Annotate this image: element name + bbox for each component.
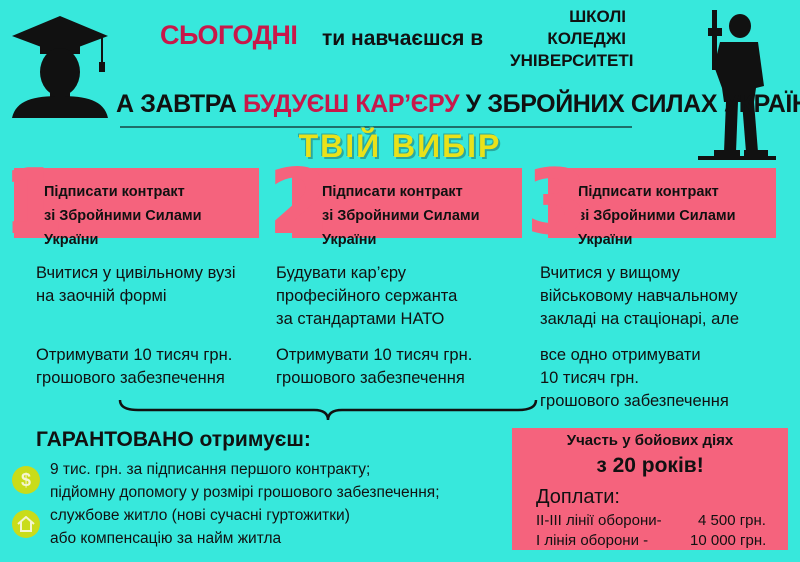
option-2-text2-line: грошового забезпечення: [276, 369, 465, 387]
combat-line1: Участь у бойових діях: [566, 432, 734, 449]
tomorrow-part-b: БУДУЄШ КАР’ЄРУ: [242, 90, 460, 118]
tomorrow-part-c: У ЗБРОЙНИХ СИЛАХ УКРАЇНИ!: [459, 90, 800, 118]
option-1-box: Підписати контракт зі Збройними Силами У…: [14, 168, 259, 248]
option-3-text2-line: 10 тисяч грн.: [540, 369, 639, 387]
option-3-number: 3: [526, 150, 589, 255]
option-3-box-line1: Підписати контракт: [578, 184, 719, 200]
extra-row-value: 10 000 грн.: [690, 532, 767, 549]
tomorrow-heading: А ЗАВТРА БУДУЄШ КАР’ЄРУ У ЗБРОЙНИХ СИЛАХ…: [116, 90, 800, 119]
option-1-box-line1: Підписати контракт: [44, 184, 185, 200]
soldier-silhouette-icon: [698, 10, 776, 160]
option-1-text1: Вчитися у цивільному вузі на заочній фор…: [36, 262, 236, 308]
institution-college: КОЛЕДЖІ: [547, 29, 626, 48]
option-1-text2-line: Отримувати 10 тисяч грн.: [36, 346, 233, 364]
option-3-text1-line: військовому навчальному: [540, 287, 738, 305]
divider-line: [120, 126, 632, 128]
option-2-box-line2: зі Збройними Силами України: [322, 208, 480, 248]
combat-box: Участь у бойових діях з 20 років! Доплат…: [512, 428, 788, 550]
option-1-text1-line: Вчитися у цивільному вузі: [36, 264, 236, 282]
extra-pay-label: Доплати:: [536, 486, 620, 508]
guaranteed-item: службове житло (нові сучасні гуртожитки): [50, 507, 350, 524]
option-3-text2-line: все одно отримувати: [540, 346, 701, 364]
option-1-number: 1: [2, 150, 65, 255]
option-2-box: Підписати контракт зі Збройними Силами У…: [292, 168, 522, 248]
option-3-text1-line: Вчитися у вищому: [540, 264, 680, 282]
option-2-text1-line: професійного сержанта: [276, 287, 458, 305]
option-2-text1-line: за стандартами НАТО: [276, 310, 445, 328]
guaranteed-item: або компенсацію за найм житла: [50, 530, 282, 547]
option-2-text1: Будувати кар’єру професійного сержанта з…: [276, 262, 457, 331]
choice-title: ТВІЙ ВИБІР: [298, 128, 502, 164]
option-2-box-line1: Підписати контракт: [322, 184, 463, 200]
option-3-text2-line: грошового забезпечення: [540, 392, 729, 410]
option-1-box-line2: зі Збройними Силами України: [44, 208, 202, 248]
curly-brace-icon: [118, 399, 538, 421]
extra-row-value: 4 500 грн.: [698, 512, 766, 529]
option-3-box: Підписати контракт зі Збройними Силами У…: [548, 168, 776, 248]
house-icon: [12, 510, 40, 538]
institution-university: УНІВЕРСИТЕТІ: [510, 51, 634, 70]
tomorrow-part-a: А ЗАВТРА: [116, 90, 243, 118]
money-bag-icon: $: [12, 466, 40, 494]
guaranteed-title: ГАРАНТОВАНО отримуєш:: [36, 428, 311, 451]
option-3-text1: Вчитися у вищому військовому навчальному…: [540, 262, 739, 331]
extra-row-label: ІІ-ІІІ лінії оборони-: [536, 512, 662, 529]
option-2-text2-line: Отримувати 10 тисяч грн.: [276, 346, 473, 364]
today-heading: СЬОГОДНІ: [160, 20, 298, 50]
option-2-text1-line: Будувати кар’єру: [276, 264, 407, 282]
option-3-box-line2: зі Збройними Силами України: [578, 208, 736, 248]
extra-row-label: І лінія оборони -: [536, 532, 649, 549]
option-2-number: 2: [268, 150, 331, 255]
combat-line2: з 20 років!: [596, 454, 704, 477]
guaranteed-item: підйомну допомогу у розмірі грошового за…: [50, 484, 440, 501]
option-2-text2: Отримувати 10 тисяч грн. грошового забез…: [276, 344, 472, 390]
study-text: ти навчаєшся в: [322, 27, 484, 50]
option-1-text1-line: на заочній формі: [36, 287, 167, 305]
guaranteed-list: 9 тис. грн. за підписання першого контра…: [50, 458, 440, 550]
graduate-silhouette-icon: [12, 16, 108, 118]
guaranteed-item: 9 тис. грн. за підписання першого контра…: [50, 461, 371, 478]
option-3-text1-line: закладі на стаціонарі, але: [540, 310, 740, 328]
institution-school: ШКОЛІ: [569, 7, 626, 26]
option-3-text2: все одно отримувати 10 тисяч грн. грошов…: [540, 344, 729, 413]
option-1-text2: Отримувати 10 тисяч грн. грошового забез…: [36, 344, 232, 390]
institutions-list: ШКОЛІ КОЛЕДЖІ УНІВЕРСИТЕТІ: [510, 6, 634, 72]
option-1-text2-line: грошового забезпечення: [36, 369, 225, 387]
